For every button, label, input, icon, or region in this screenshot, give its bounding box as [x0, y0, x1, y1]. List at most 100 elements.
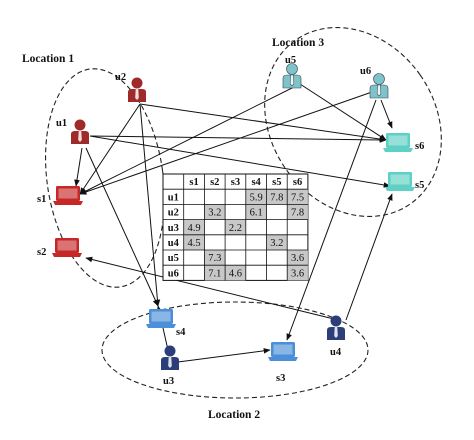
label-s1: s1 [37, 194, 46, 205]
matrix-cell-u1-s4: 5.9 [250, 192, 263, 203]
person-icon [128, 77, 146, 102]
matrix-cell-shade [183, 234, 205, 250]
matrix-header-s5: s5 [272, 177, 281, 188]
matrix-row-label-u2: u2 [168, 208, 179, 219]
edge-u1-s1 [74, 147, 83, 187]
matrix-cell-shade [266, 189, 288, 205]
edges [74, 83, 393, 363]
matrix-cell-u1-s5: 7.8 [270, 192, 283, 203]
matrix-row-label-u4: u4 [168, 238, 180, 249]
matrix-cell-u1-s6: 7.5 [291, 192, 304, 203]
person-icon [282, 63, 302, 89]
server-s4 [146, 309, 176, 328]
edge-u2-s6 [139, 103, 387, 142]
matrix-header-s2: s2 [210, 177, 219, 188]
matrix-cell-u3-s3: 2.2 [229, 223, 242, 234]
edge-u4-s2 [85, 256, 339, 321]
laptop-icon [53, 186, 83, 205]
matrix-header-s4: s4 [251, 177, 261, 188]
server-s2 [52, 238, 82, 257]
user-u4 [327, 315, 345, 340]
matrix-cell-u3-s1: 4.9 [187, 223, 200, 234]
edge-u3-s3 [177, 348, 271, 363]
user-u3 [161, 345, 179, 370]
matrix-header-s3: s3 [231, 177, 240, 188]
matrix-cell-u4-s5: 3.2 [270, 238, 283, 249]
laptop-icon [383, 133, 413, 152]
edge-u6-s1 [79, 91, 373, 195]
matrix-cell-shade [204, 204, 226, 220]
location-1-label: Location 1 [22, 53, 74, 65]
matrix-cell-u2-s6: 7.8 [291, 208, 304, 219]
person-icon [161, 345, 179, 370]
edge-u6-s3 [286, 99, 377, 341]
laptop-icon [146, 309, 176, 328]
matrix-cell-u2-s4: 6.1 [250, 208, 263, 219]
label-u4: u4 [330, 347, 342, 358]
matrix-row-label-u3: u3 [168, 223, 179, 234]
allocation-matrix: s1 s2 s3 s4 s5 s6 u1 5.9 7.8 7.5 u2 3.2 6.1 7.8 u3 4.9 2… [162, 173, 309, 281]
matrix-row-label-u1: u1 [168, 192, 179, 203]
label-u2: u2 [115, 72, 126, 83]
person-icon [327, 315, 345, 340]
label-u6: u6 [360, 66, 371, 77]
server-s6 [383, 133, 413, 152]
laptop-icon [268, 342, 298, 361]
location-1-region [45, 68, 165, 288]
label-u1: u1 [56, 118, 67, 129]
matrix-cell-shade [245, 204, 267, 220]
matrix-cell-u5-s2: 7.3 [208, 253, 221, 264]
matrix-cell-u5-s6: 3.6 [291, 253, 304, 264]
matrix-cell-u2-s2: 3.2 [208, 208, 221, 219]
edge-u1-s4 [85, 147, 159, 307]
location-3-region [264, 26, 442, 218]
edge-u6-s6 [380, 99, 393, 129]
server-s1 [53, 186, 83, 205]
server-s5 [385, 172, 415, 191]
matrix-cell-shade [287, 250, 308, 266]
edge-u2-s1 [79, 103, 141, 195]
label-s5: s5 [415, 180, 424, 191]
matrix-cell-shade [204, 250, 226, 266]
matrix-cell-u6-s2: 7.1 [208, 268, 221, 279]
person-icon [71, 119, 89, 144]
edge-u1-s6 [89, 135, 387, 143]
matrix-cell-shade [225, 219, 246, 235]
matrix-header-s6: s6 [293, 177, 302, 188]
matrix-row-label-u5: u5 [168, 253, 179, 264]
user-u2 [128, 77, 146, 102]
edge-u5-s6 [299, 83, 387, 141]
matrix-cell-shade [266, 234, 288, 250]
user-u6 [369, 73, 389, 99]
matrix-cell-shade [183, 219, 205, 235]
matrix-cell-u4-s1: 4.5 [187, 238, 200, 249]
edge-u2-s4 [139, 103, 161, 307]
label-s4: s4 [176, 327, 186, 338]
edge-u1-s5 [89, 135, 391, 188]
user-u1 [71, 119, 89, 144]
label-s3: s3 [276, 373, 285, 384]
location-2-region [101, 301, 369, 399]
label-u3: u3 [163, 376, 174, 387]
matrix-cell-shade [287, 189, 308, 205]
matrix-cell-shade [287, 204, 308, 220]
laptop-icon [385, 172, 415, 191]
edge-u5-s1 [79, 83, 301, 195]
label-s2: s2 [37, 247, 46, 258]
matrix-row-label-u6: u6 [168, 268, 179, 279]
matrix-cell-u6-s6: 3.6 [291, 268, 304, 279]
matrix-cell-shade [225, 265, 246, 281]
matrix-cell-shade [245, 189, 267, 205]
matrix-header-s1: s1 [189, 177, 198, 188]
location-2-label: Location 2 [208, 409, 260, 421]
label-s6: s6 [415, 141, 424, 152]
location-3-label: Location 3 [272, 37, 324, 49]
edge-u4-s5 [345, 193, 393, 321]
server-s3 [268, 342, 298, 361]
user-u5 [282, 63, 302, 89]
label-u5: u5 [285, 55, 296, 66]
matrix-cell-u6-s3: 4.6 [229, 268, 242, 279]
laptop-icon [52, 238, 82, 257]
